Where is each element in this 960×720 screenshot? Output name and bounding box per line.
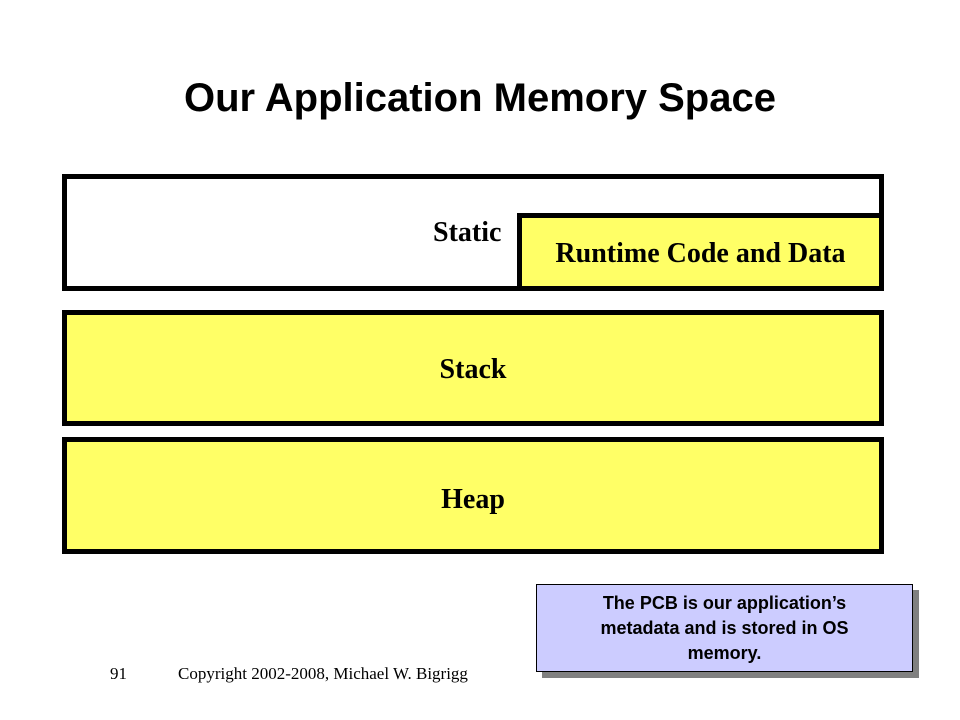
copyright-notice: Copyright 2002-2008, Michael W. Bigrigg — [178, 664, 468, 683]
slide-number: 91 — [110, 664, 127, 683]
stack-label: Stack — [439, 354, 507, 385]
pcb-callout-text: The PCB is our application’s metadata an… — [600, 592, 849, 663]
heap-label: Heap — [441, 484, 505, 515]
heap-region: Heap — [62, 437, 884, 554]
static-label: Static — [433, 217, 502, 248]
slide-title: Our Application Memory Space — [184, 76, 776, 120]
stack-region: Stack — [62, 310, 884, 426]
runtime-code-data-label: Runtime Code and Data — [555, 238, 846, 269]
runtime-code-data-region: Runtime Code and Data — [517, 213, 884, 291]
pcb-callout: The PCB is our application’s metadata an… — [536, 584, 913, 672]
